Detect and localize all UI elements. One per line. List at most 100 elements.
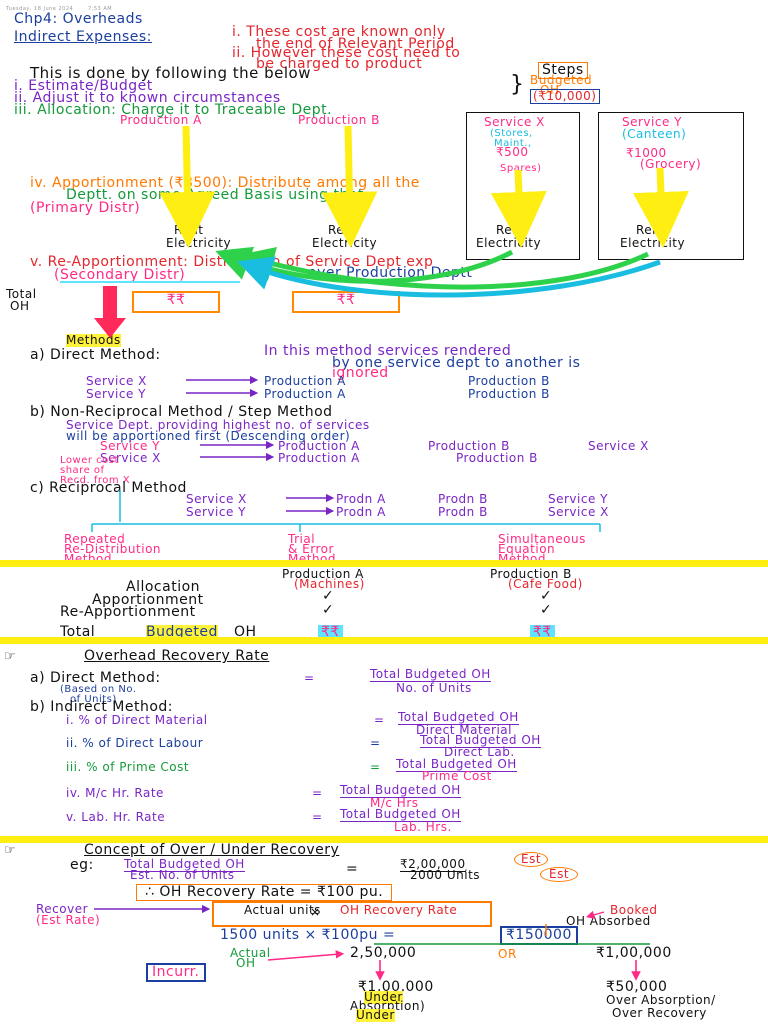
actual-oh-1: Actual: [230, 946, 271, 960]
actual-value-2: ₹1,00,000: [596, 945, 672, 961]
repeated-method-1: Repeated: [64, 532, 126, 546]
recovery-direct-num: Total Budgeted OH: [370, 667, 491, 682]
direct-prod-b-1: Production B: [468, 374, 550, 388]
service-x-amount: ₹500: [496, 145, 529, 159]
direct-prod-b-2: Production B: [468, 387, 550, 401]
service-x-title: Service X: [484, 115, 545, 129]
yellow-arrow-a: [159, 125, 216, 248]
actual-value-1: 2,50,000: [350, 945, 417, 961]
direct-method-desc2: by one service dept to another is: [332, 355, 581, 371]
secondary-distribution: (Secondary Distr): [54, 267, 186, 283]
tick-b-1: ✓: [540, 588, 553, 604]
dept-production-a: Production A: [120, 113, 202, 127]
chapter-title: Chp4: Overheads: [14, 11, 143, 27]
summary-col-b: Production B: [490, 567, 572, 581]
recip-service-x: Service X: [186, 492, 247, 506]
diff-value-2: ₹50,000: [606, 979, 668, 995]
budgeted-label: Budgeted: [530, 73, 593, 87]
recip-service-y-2: Service Y: [548, 492, 608, 506]
simultaneous-1: Simultaneous: [498, 532, 586, 546]
service-y-sub2: (Grocery): [640, 157, 702, 171]
service-x-sub2: Maint.,: [494, 138, 532, 149]
tick-a-1: ✓: [322, 588, 335, 604]
over-under-title: Concept of Over / Under Recovery: [84, 842, 340, 858]
eg-den-label: Est. No. of Units: [130, 868, 235, 882]
trial-error-1: Trial: [288, 532, 316, 546]
yellow-arrow-b: [321, 125, 378, 248]
note-i-line1: i. These cost are known only: [232, 24, 446, 40]
green-redistribution-arrow-2: [238, 246, 650, 290]
service-y-amount: ₹1000: [626, 146, 667, 160]
page-time: 7:53 AM: [88, 6, 113, 12]
summary-col-a: Production A: [282, 567, 364, 581]
dept-production-b: Production B: [298, 113, 380, 127]
tick-b-2: ✓: [540, 602, 553, 618]
recover-sub: (Est Rate): [36, 913, 101, 927]
step-adjust: ii. Adjust it to known circumstances: [14, 90, 281, 106]
eq-equal-i: =: [374, 713, 385, 727]
summary-total-word: Total: [60, 624, 96, 640]
diff-over-absorption: Over Absorption/: [606, 993, 716, 1007]
recovery-i-label: i. % of Direct Material: [66, 713, 208, 727]
actual-oh-2: OH: [236, 956, 256, 970]
direct-method-desc1: In this method services rendered: [264, 343, 512, 359]
recip-prodn-a-2: Prodn A: [336, 505, 386, 519]
budgeted-oh: OH: [540, 83, 560, 97]
recip-prodn-b-1: Prodn B: [438, 492, 488, 506]
simultaneous-2: Equation: [498, 542, 556, 556]
service-x-box: [466, 112, 580, 260]
step-prod-b-1: Production B: [428, 439, 510, 453]
reciprocal-method-label: c) Reciprocal Method: [30, 480, 187, 496]
diff-value-1: ₹1,00,000: [358, 979, 434, 995]
summary-total-b: ₹₹: [530, 625, 555, 640]
eg-num-value: ₹2,00,000: [400, 857, 466, 872]
oh-rate-label: OH Recovery Rate: [340, 903, 458, 917]
direct-prod-a-1: Production A: [264, 374, 346, 388]
eg-den-value: 2000 Units: [410, 868, 481, 882]
or-label: OR: [498, 947, 517, 961]
recovery-ii-den: Direct Lab.: [444, 745, 515, 759]
direct-service-y: Service Y: [86, 387, 146, 401]
red-big-arrow: [94, 286, 126, 338]
eq-equal-v: =: [312, 810, 323, 824]
apportionment-line1: iv. Apportionment (₹8500): Distribute am…: [30, 175, 420, 191]
oh-recovery-rate: ∴ OH Recovery Rate = ₹100 pu.: [136, 884, 393, 901]
yellow-arrow-x: [490, 169, 547, 248]
page-date: Tuesday, 18 June 2024: [6, 6, 74, 12]
note-i-line2: the end of Relevant Period: [256, 36, 455, 52]
recovery-v-den: Lab. Hrs.: [394, 820, 452, 834]
recip-prodn-a-1: Prodn A: [336, 492, 386, 506]
step-prod-b-2: Production B: [456, 451, 538, 465]
diff-under-2: Under: [356, 1008, 395, 1022]
total-box-b: ₹₹: [292, 291, 400, 313]
step-left-note3: Recd. from X: [60, 475, 131, 486]
eq-equal-a: =: [304, 671, 315, 685]
step-prod-a-1: Production A: [278, 439, 360, 453]
summary-row-reapportionment: Re-Apportionment: [60, 604, 196, 620]
times-sign: ×: [310, 905, 321, 919]
service-y-box: [598, 112, 744, 260]
eq-equal-iv: =: [312, 786, 323, 800]
step-left-note2: share of: [60, 465, 105, 476]
eq-equal-ii: =: [370, 736, 381, 750]
step-service-x: Service X: [100, 451, 161, 465]
summary-total-a: ₹₹: [318, 625, 343, 640]
recovery-iv-den: M/c Hrs: [370, 796, 419, 810]
step-prod-a-2: Production A: [278, 451, 360, 465]
divider-2: [0, 637, 768, 644]
repeated-method-2: Re-Distribution: [64, 542, 162, 556]
summary-row-apportionment: Apportionment: [92, 592, 204, 608]
recovery-i-num: Total Budgeted OH: [398, 710, 519, 725]
tick-a-2: ✓: [322, 602, 335, 618]
diff-over-recovery: Over Recovery: [612, 1006, 707, 1020]
trial-error-2: & Error: [288, 542, 334, 556]
note-ii-line2: be charged to product: [256, 56, 423, 72]
recovery-direct-sub1: (Based on No.: [60, 684, 137, 695]
summary-total-budgeted: Budgeted: [146, 624, 218, 640]
recover-label: Recover: [36, 902, 89, 916]
formula-box: [212, 901, 492, 927]
arrow-booked: [585, 910, 605, 919]
over-under-eg: eg:: [70, 857, 94, 873]
est-badge-1: Est: [514, 852, 549, 867]
